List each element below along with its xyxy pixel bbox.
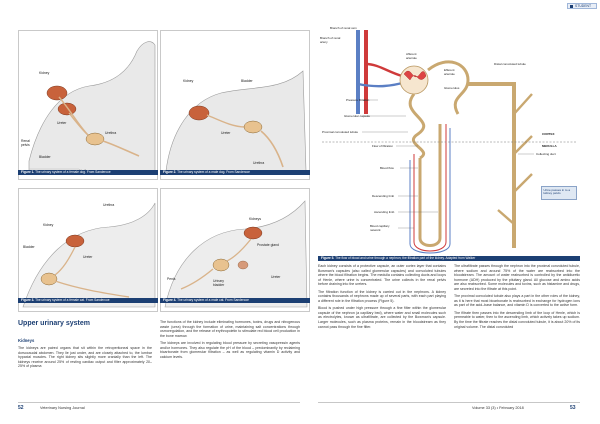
text-column-3: Each kidney consists of a protective cap… [318, 264, 446, 332]
col3-paragraph-3: Blood is pushed under high pressure thro… [318, 306, 446, 329]
issue-info: Volume 33 (3) • February 2018 [472, 406, 524, 410]
fig5-label-branch-renal-artery: Branch of renal artery [320, 36, 341, 44]
fig5-label-proximal-tubule: Proximal convoluted tubule [322, 130, 359, 134]
figure-3: Urethra Kidney Ureter Bladder [18, 188, 158, 312]
figure-4-caption: Figure 4. The urinary system of a male c… [160, 298, 310, 303]
col2-paragraph-2: The kidneys are involved in regulating b… [160, 341, 300, 359]
col4-paragraph-1: The ultrafiltrate passes through the nep… [454, 264, 580, 291]
col3-paragraph-1: Each kidney consists of a protective cap… [318, 264, 446, 287]
col1-paragraph-1: The kidneys are paired organs that sit w… [18, 346, 152, 369]
fig2-label-ureter: Ureter [221, 131, 231, 135]
figure-5: Branch of renal vein Branch of renal art… [318, 24, 580, 258]
figure-4: Kidneys Prostate gland Ureter Penis Urin… [160, 188, 310, 312]
fig2-label-kidney: Kidney [183, 79, 194, 83]
col4-paragraph-3: The filtrate then passes into the descen… [454, 310, 580, 329]
footer-divider-right [318, 402, 580, 403]
figure-1-illustration [28, 41, 156, 172]
figure-2-illustration [165, 70, 307, 172]
fig1-label-renal-pelvis: Renal pelvis [21, 139, 30, 147]
section-badge: STUDENT [567, 3, 597, 9]
footer-divider-left [18, 402, 300, 403]
figure-2: Kidney Bladder Ureter Urethra [160, 30, 310, 180]
fig1-label-ureter: Ureter [57, 121, 67, 125]
fig5-label-glomerular-capsule: Glomerular capsule [344, 114, 371, 118]
figure-5-caption: Figure 5. The flow of blood and urine th… [318, 256, 580, 261]
fig3-label-urethra: Urethra [103, 203, 115, 207]
text-column-2: The functions of the kidney include elim… [160, 320, 300, 362]
badge-label: STUDENT [575, 4, 592, 8]
journal-name: Veterinary Nursing Journal [40, 406, 85, 410]
fig1-label-bladder: Bladder [39, 155, 51, 159]
fig5-label-ascending-limb: Ascending limb [374, 210, 395, 214]
col3-paragraph-2: The filtration function of the kidney is… [318, 289, 446, 303]
col2-paragraph-1: The functions of the kidney include elim… [160, 320, 300, 338]
fig2-label-bladder: Bladder [241, 79, 253, 83]
fig3-label-bladder: Bladder [23, 245, 35, 249]
col4-paragraph-2: The proximal convoluted tubule also play… [454, 294, 580, 308]
fig5-label-flow-filtration: Flow of filtration [372, 144, 394, 148]
figure-3-illustration [22, 202, 156, 308]
badge-square-icon [569, 5, 573, 8]
fig5-label-efferent-arteriole: Efferent arteriole [444, 68, 455, 76]
fig4-label-ureter: Ureter [271, 275, 281, 279]
fig5-callout-note: Urine passes in to a kidney pelvis [541, 186, 577, 200]
fig5-label-capillary-network: Blood capillary network [370, 224, 390, 232]
section-title: Upper urinary system [18, 320, 90, 327]
fig5-label-pressure-filtration: Pressure filtration [346, 98, 370, 102]
page-number-left: 52 [18, 405, 24, 411]
page-number-right: 53 [570, 405, 576, 411]
fig5-label-afferent-arteriole: Afferent arteriole [406, 52, 417, 60]
figure-2-caption: Figure 2. The urinary system of a male d… [160, 170, 310, 175]
fig4-label-kidneys: Kidneys [249, 217, 262, 221]
text-column-1: The kidneys are paired organs that sit w… [18, 346, 152, 372]
fig5-label-medulla: MEDULLA [542, 144, 557, 148]
fig5-label-distal-tubule: Distal convoluted tubule [494, 62, 526, 66]
subheading-kidneys: Kidneys [18, 338, 35, 343]
fig5-label-descending-limb: Descending limb [372, 194, 395, 198]
figure-3-caption: Figure 3. The urinary system of a female… [18, 298, 158, 303]
fig5-label-branch-renal-vein: Branch of renal vein [330, 26, 357, 30]
figure-4-illustration [164, 200, 308, 308]
fig1-label-urethra-top: Urethra [105, 131, 117, 135]
fig4-label-penis: Penis [167, 277, 176, 281]
fig5-label-blood-flow: Blood flow [380, 166, 394, 170]
fig5-label-collecting-duct: Collecting duct [536, 152, 556, 156]
figure-1: Kidney Ureter Renal pelvis Urethra Bladd… [18, 30, 158, 180]
fig5-label-glomerulus: Glomerulus [444, 86, 460, 90]
fig4-label-urinary-bladder: Urinary bladder [213, 279, 225, 287]
fig5-label-cortex: CORTEX [542, 132, 555, 136]
fig1-label-kidney: Kidney [39, 71, 50, 75]
fig3-label-kidney: Kidney [43, 223, 54, 227]
fig2-label-urethra: Urethra [253, 161, 265, 165]
fig4-label-prostate: Prostate gland [257, 243, 279, 247]
fig3-label-ureter: Ureter [83, 255, 93, 259]
figure-1-caption: Figure 1. The urinary system of a female… [18, 170, 158, 175]
figure-5-illustration [322, 30, 576, 254]
text-column-4: The ultrafiltrate passes through the nep… [454, 264, 580, 332]
